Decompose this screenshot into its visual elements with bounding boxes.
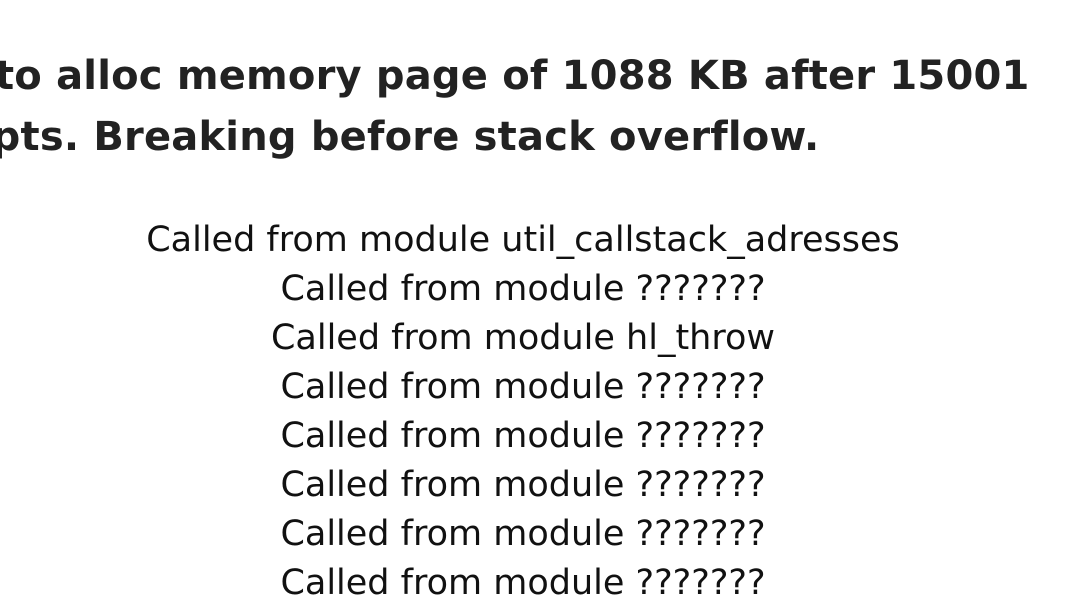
error-message-line-2: npts. Breaking before stack overflow. — [0, 114, 820, 160]
error-message-line-1: d to alloc memory page of 1088 KB after … — [0, 53, 1030, 99]
error-message: d to alloc memory page of 1088 KB after … — [0, 46, 1080, 168]
callstack-entry: Called from module ??????? — [280, 269, 766, 309]
callstack-entry: Called from module hl_throw — [270, 318, 776, 358]
callstack-entry: Called from module ??????? — [280, 367, 766, 407]
callstack-list: Called from module util_callstack_adress… — [0, 216, 1080, 606]
callstack-entry: Called from module ??????? — [280, 514, 766, 554]
callstack-entry: Called from module ??????? — [280, 563, 766, 603]
callstack-entry: Called from module ??????? — [280, 416, 766, 456]
callstack-entry: Called from module ??????? — [280, 465, 766, 505]
callstack-entry: Called from module util_callstack_adress… — [146, 220, 900, 260]
